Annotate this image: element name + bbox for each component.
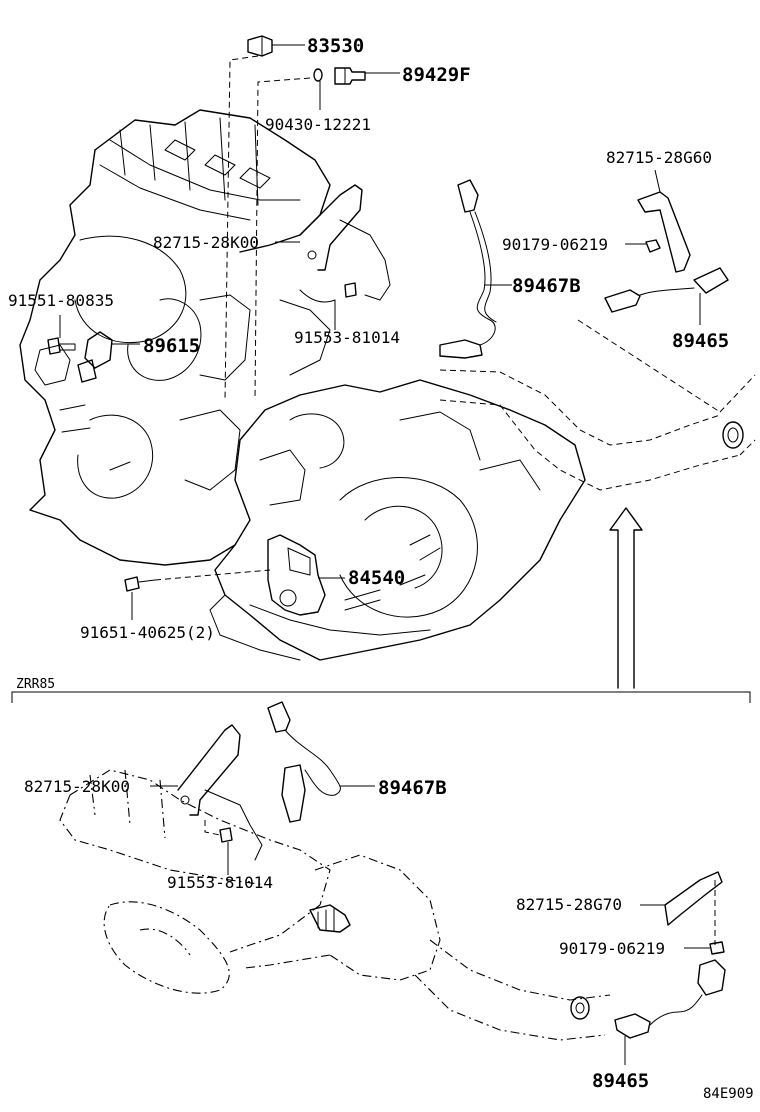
bracket-82715-28K00-lower <box>150 724 263 861</box>
section-divider <box>11 691 751 703</box>
label-89465-lower: 89465 <box>592 1070 649 1092</box>
af-sensor-89467B-upper <box>439 179 512 359</box>
bolt-91553-upper <box>299 282 357 330</box>
manifold-sensor-lower <box>309 904 351 933</box>
figure-code: 84E909 <box>703 1086 754 1102</box>
section-arrow <box>609 507 643 689</box>
engine-assembly <box>19 109 331 566</box>
label-84540: 84540 <box>348 567 405 589</box>
label-90179-06219-upper: 90179-06219 <box>502 235 608 254</box>
label-82715-28G60: 82715-28G60 <box>606 148 712 167</box>
bracket-82715-28K00-upper <box>275 184 391 301</box>
bracket-82715-28G60 <box>637 169 691 273</box>
label-82715-28K00-lower: 82715-28K00 <box>24 777 130 796</box>
labels-lower: 82715-28K00 89467B 91553-81014 82715-28G… <box>24 777 754 1102</box>
bolt-91551-upper <box>47 315 76 355</box>
labels-upper: 83530 89429F 90430-12221 82715-28G60 827… <box>8 35 729 642</box>
label-89467B-upper: 89467B <box>512 275 581 297</box>
section-label-zrr85: ZRR85 <box>16 677 55 692</box>
neutral-switch-84540 <box>267 534 345 616</box>
af-sensor-89467B-lower <box>267 701 375 823</box>
bolt-91651 <box>124 569 271 620</box>
label-89429F: 89429F <box>402 64 471 86</box>
exhaust-manifold-lower <box>59 769 331 994</box>
label-91553-81014-upper: 91553-81014 <box>294 328 400 347</box>
label-89465-upper: 89465 <box>672 330 729 352</box>
bracket-82715-28G70 <box>640 871 723 945</box>
label-89467B-lower: 89467B <box>378 777 447 799</box>
label-89615: 89615 <box>143 335 200 357</box>
nut-90179-upper <box>625 239 661 253</box>
label-91553-81014-lower: 91553-81014 <box>167 873 273 892</box>
label-90430-12221: 90430-12221 <box>265 115 371 134</box>
label-91551-80835: 91551-80835 <box>8 291 114 310</box>
temp-sensor-89429F <box>254 67 400 401</box>
knock-sensor-89615 <box>77 331 140 383</box>
exhaust-pipe-lower <box>229 854 611 1041</box>
o2-sensor-89465-upper <box>604 267 729 325</box>
label-82715-28G70: 82715-28G70 <box>516 895 622 914</box>
label-83530: 83530 <box>307 35 364 57</box>
o2-sensor-89465-lower <box>614 959 726 1065</box>
exhaust-pipe-upper <box>439 319 756 491</box>
label-91651-40625: 91651-40625(2) <box>80 623 215 642</box>
transaxle <box>209 379 586 661</box>
label-82715-28K00-upper: 82715-28K00 <box>153 233 259 252</box>
upper-section <box>19 35 756 689</box>
lower-section <box>59 701 726 1065</box>
label-90179-06219-lower: 90179-06219 <box>559 939 665 958</box>
bolt-91553-lower <box>204 820 233 875</box>
nut-90179-lower <box>684 941 725 955</box>
oil-pressure-switch-83530 <box>224 35 305 401</box>
